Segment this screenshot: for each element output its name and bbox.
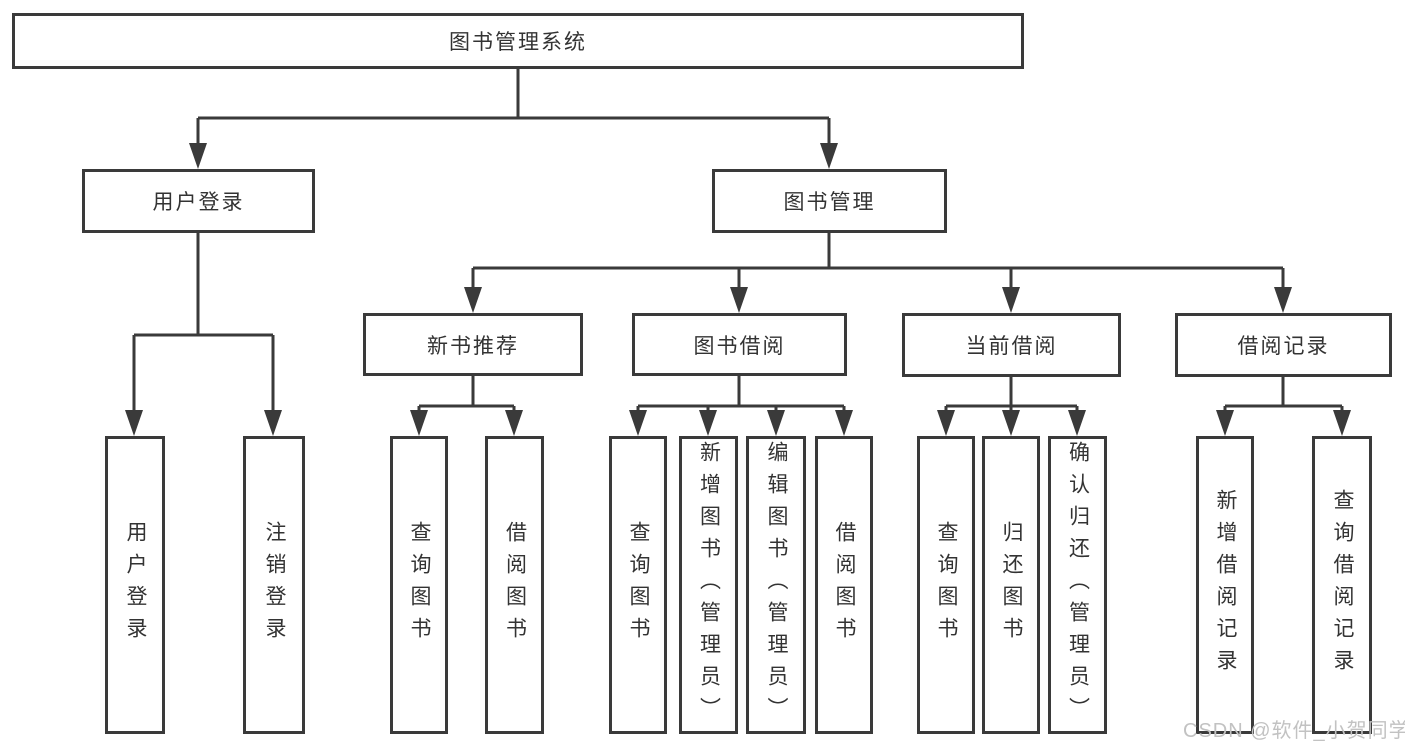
leaf-recommend-borrow-book: 借阅图书 (485, 436, 544, 734)
leaf-borrow-borrow-book: 借阅图书 (815, 436, 873, 734)
leaf-record-query-record: 查询借阅记录 (1312, 436, 1372, 734)
leaf-borrow-add-book: 新增图书（管理员） (679, 436, 738, 734)
node-user-login: 用户登录 (82, 169, 315, 233)
leaf-current-return-book: 归还图书 (982, 436, 1040, 734)
leaf-logout-login: 注销登录 (243, 436, 305, 734)
leaf-current-query-book: 查询图书 (917, 436, 975, 734)
leaf-borrow-query-book: 查询图书 (609, 436, 667, 734)
leaf-user-login: 用户登录 (105, 436, 165, 734)
node-borrow-record: 借阅记录 (1175, 313, 1392, 377)
node-new-book-recommend: 新书推荐 (363, 313, 583, 376)
node-book-borrow: 图书借阅 (632, 313, 847, 376)
watermark-text: CSDN @软件_小贺同学 (1183, 720, 1405, 742)
arrowheads (125, 143, 1351, 436)
leaf-recommend-query-book: 查询图书 (390, 436, 448, 734)
leaf-record-add-record: 新增借阅记录 (1196, 436, 1254, 734)
node-root: 图书管理系统 (12, 13, 1024, 69)
leaf-borrow-edit-book: 编辑图书（管理员） (746, 436, 806, 734)
node-book-management: 图书管理 (712, 169, 947, 233)
node-current-borrow: 当前借阅 (902, 313, 1121, 377)
leaf-current-confirm-return: 确认归还（管理员） (1048, 436, 1107, 734)
